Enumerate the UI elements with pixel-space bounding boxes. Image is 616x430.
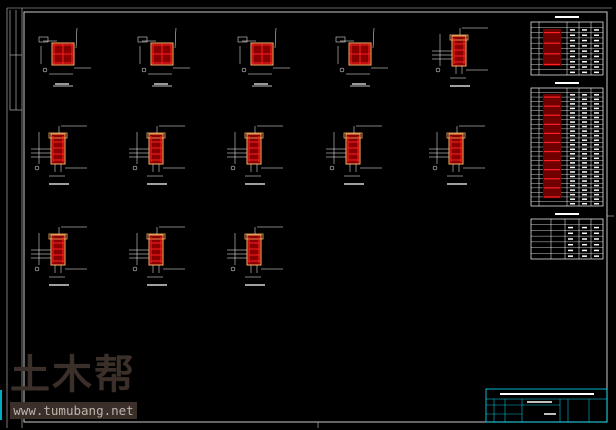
axis-bubble <box>329 165 335 171</box>
column-section-wall-12 <box>129 226 185 286</box>
watermark-url: www.tumubang.net <box>10 402 137 419</box>
axis-bubble <box>241 67 247 73</box>
flange <box>244 132 264 139</box>
summary-table <box>530 213 604 260</box>
label-tag <box>38 36 49 43</box>
column-section-wall-9 <box>326 125 382 185</box>
axis-bubble <box>339 67 345 73</box>
flange <box>343 132 363 139</box>
column-section-square-1 <box>38 27 91 87</box>
axis-bubble <box>141 67 147 73</box>
rebar-diagram <box>543 28 561 66</box>
axis-bubble <box>230 165 236 171</box>
leader-line <box>372 27 375 49</box>
drawing-frame <box>0 7 614 428</box>
label-tag <box>137 36 148 43</box>
title-block-border <box>485 388 608 423</box>
flange <box>146 233 166 240</box>
flange <box>446 132 466 139</box>
column-section-wall-13 <box>227 226 283 286</box>
rebar-diagram <box>543 93 561 199</box>
column-section-wall-11 <box>31 226 87 286</box>
column-section-wall-7 <box>129 125 185 185</box>
leader-line <box>174 27 177 49</box>
column-section-square-2 <box>137 27 190 87</box>
label-tag <box>335 36 346 43</box>
column-section-wall-6 <box>31 125 87 185</box>
inner-border <box>23 11 608 423</box>
axis-bubble <box>435 67 441 73</box>
axis-bubble <box>230 266 236 272</box>
column-section-wall-5 <box>432 27 488 87</box>
column-section-wall-10 <box>429 125 485 185</box>
flange <box>146 132 166 139</box>
rebar-table-2 <box>530 82 604 207</box>
flange <box>48 132 68 139</box>
axis-bubble <box>132 165 138 171</box>
title-block <box>485 388 608 423</box>
axis-bubble <box>132 266 138 272</box>
flange <box>48 233 68 240</box>
column-section-wall-8 <box>227 125 283 185</box>
axis-bubble <box>34 266 40 272</box>
leader-line <box>274 27 277 49</box>
leader-line <box>75 27 78 49</box>
watermark-logo: 土木帮 <box>10 352 136 398</box>
axis-bubble <box>34 165 40 171</box>
axis-bubble <box>432 165 438 171</box>
column-section-square-4 <box>335 27 388 87</box>
column-section-square-3 <box>237 27 290 87</box>
flange <box>449 34 469 41</box>
rebar-table-1 <box>530 16 604 76</box>
flange <box>244 233 264 240</box>
label-tag <box>237 36 248 43</box>
table-border <box>530 218 604 260</box>
axis-bubble <box>42 67 48 73</box>
